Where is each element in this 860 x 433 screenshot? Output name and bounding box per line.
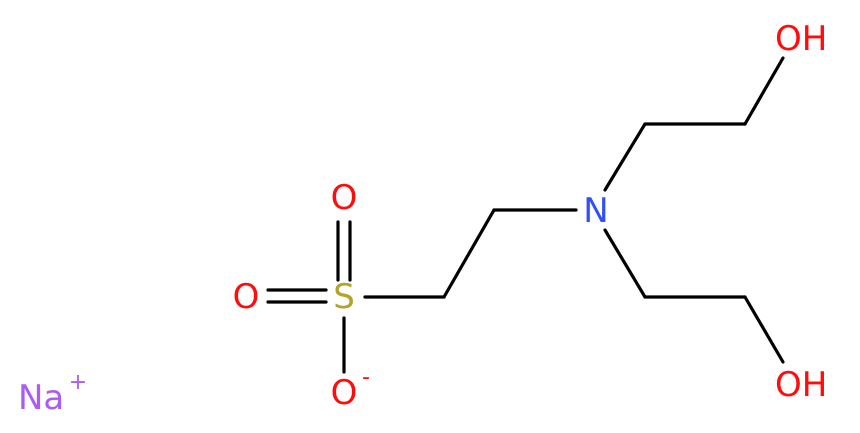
- bond-c4-oh-top: [743, 56, 785, 126]
- charge-plus: +: [69, 370, 87, 395]
- atom-oxygen-minus: O: [331, 373, 358, 413]
- atom-nitrogen: N: [583, 191, 608, 231]
- charge-minus: -: [362, 365, 370, 390]
- atom-hydroxyl-top: OH: [775, 19, 827, 59]
- bond-n-c5: [603, 228, 647, 299]
- bond-c6-oh-bottom: [743, 295, 785, 364]
- atom-sulfur: S: [333, 277, 355, 317]
- bond-n-c3: [603, 122, 647, 192]
- atom-oxygen-left: O: [233, 277, 260, 317]
- atom-sodium: Na: [18, 378, 64, 418]
- bonds: [266, 56, 785, 374]
- atoms: O O S O - N OH OH Na +: [18, 19, 827, 418]
- bond-c1-c2: [442, 208, 496, 299]
- atom-oxygen-top: O: [331, 178, 358, 218]
- atom-hydroxyl-bottom: OH: [775, 365, 827, 405]
